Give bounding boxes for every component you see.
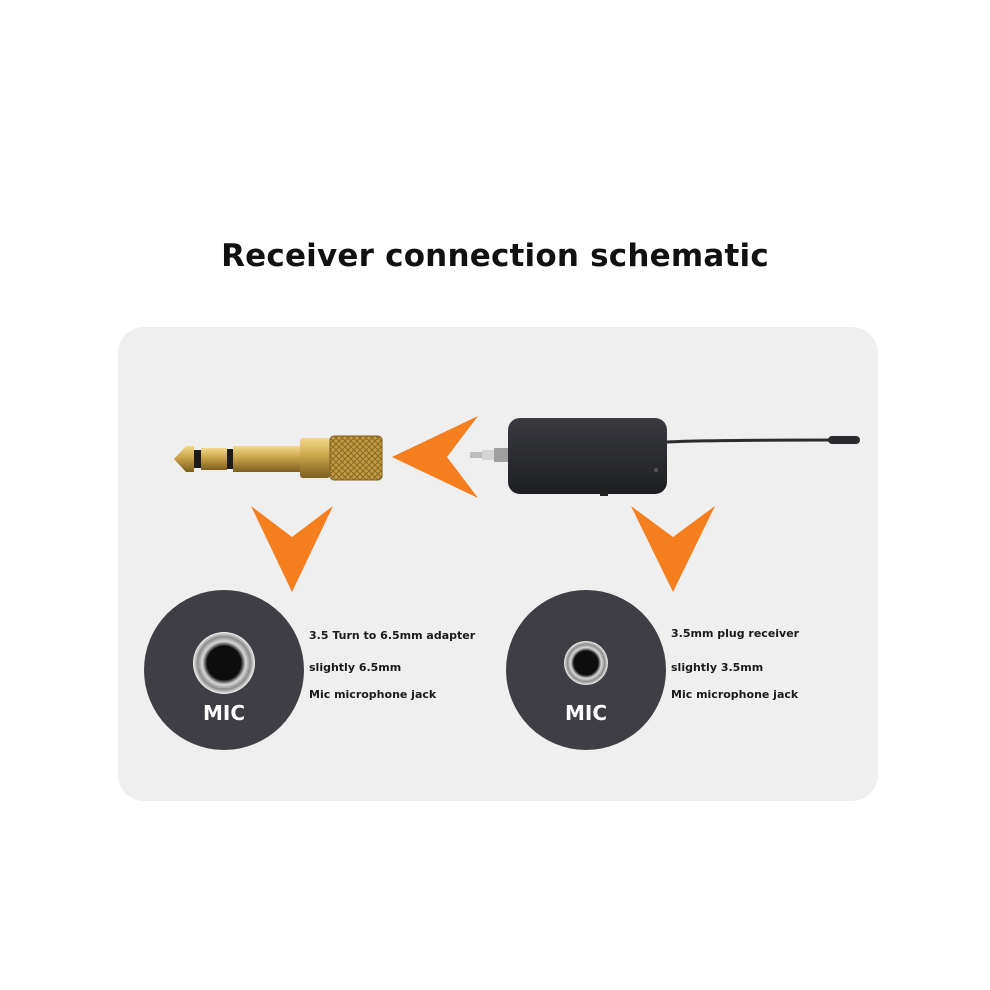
right-spec-line-3: Mic microphone jack [671, 688, 799, 701]
right-jack-disc [506, 590, 666, 750]
adapter-plug-icon [174, 435, 383, 481]
arrow-down-icon [631, 506, 715, 592]
left-spec-line-2: slightly 6.5mm [309, 661, 402, 674]
arrow-left-icon [392, 416, 478, 498]
left-spec-line-1: 3.5 Turn to 6.5mm adapter [309, 629, 476, 642]
arrow-down-icon [251, 506, 333, 592]
right-spec-line-1: 3.5mm plug receiver [671, 627, 800, 640]
receiver-icon [470, 418, 860, 496]
right-spec-line-2: slightly 3.5mm [671, 661, 764, 674]
left-spec-line-3: Mic microphone jack [309, 688, 437, 701]
left-mic-label: MIC [202, 701, 246, 725]
right-mic-label: MIC [564, 701, 608, 725]
page-title: Receiver connection schematic [221, 238, 769, 274]
left-jack-disc [144, 590, 304, 750]
